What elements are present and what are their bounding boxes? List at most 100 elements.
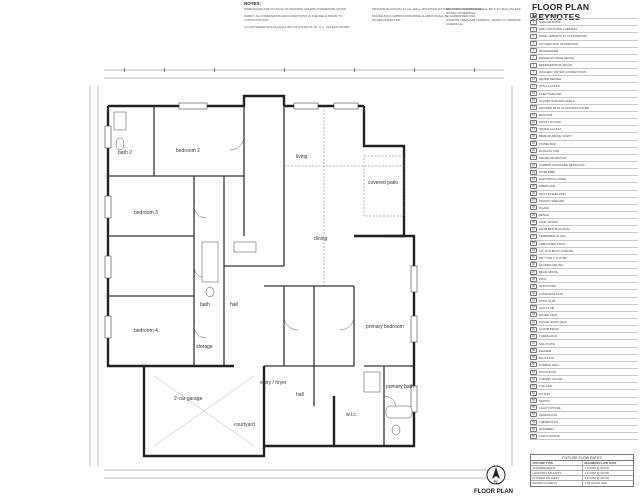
keynote-text: BEAM ABOVE: [539, 270, 558, 275]
keynote-number: 54: [530, 391, 537, 397]
keynote-number: 8: [530, 62, 537, 68]
keynote-number: 5: [530, 41, 537, 47]
fixture-flow-table: FIXTURE FLOW RATES FIXTURE TYPE MAXIMUM …: [530, 454, 634, 488]
note-text: ALL EXTERIOR WALLS SHALL BE 2X6 STUDS AT…: [244, 25, 350, 29]
keynote-number: 60: [530, 433, 537, 439]
keynote-text: LIGHT FIXTURE: [539, 405, 561, 410]
keynote-number: 23: [530, 169, 537, 175]
room-label-dining: dining: [314, 236, 328, 242]
keynote-number: 50: [530, 362, 537, 368]
fixture-table-header: FIXTURE TYPE MAXIMUM FLOW RATE: [531, 461, 633, 467]
keynote-text: TOWEL BAR: [539, 141, 556, 146]
keynote-text: OUTLET: [539, 391, 551, 396]
room-label-garage: 2-car garage: [174, 396, 203, 402]
keynote-text: MIRROR ABOVE VANITY: [539, 134, 573, 139]
keynote-number: 39: [530, 283, 537, 289]
keynote-number: 53: [530, 383, 537, 389]
keynote-text: PATIO SLAB: [539, 298, 556, 303]
keynote-text: THRESHOLD: [539, 334, 557, 339]
keynote-number: 58: [530, 419, 537, 425]
keynote-text: DOOR STOP: [539, 370, 557, 375]
keynote-text: VANITY W/ SINK: [539, 120, 562, 125]
fixture-cell: KITCHEN FAUCETS: [532, 476, 560, 481]
keynote-text: HOSE BIBB: [539, 170, 555, 175]
fixture-table-row: LAVATORY FAUCETS 1.2 GPM @ 60 PSI: [531, 471, 633, 477]
keynote-number: 6: [530, 48, 537, 54]
fixture-cell: LAVATORY FAUCETS: [532, 471, 562, 476]
keynote-number: 32: [530, 233, 537, 239]
keynote-text: FLOOR DRAIN: [539, 327, 559, 332]
fixture-table-row: SHOWERHEADS 1.8 GPM @ 80 PSI: [531, 466, 633, 472]
floor-plan-svg: bath 2 bedroom 2 bedroom 3 bedroom 4 bat…: [89, 68, 513, 479]
keynote-text: ISLAND: [539, 205, 550, 210]
keynote-number: 18: [530, 133, 537, 139]
room-label-covered-patio: covered patio: [368, 180, 398, 186]
fixture-cell: 1.2 GPM @ 60 PSI: [582, 471, 633, 476]
keynote-number: 16: [530, 119, 537, 125]
keynote-text: EXHAUST FAN: [539, 148, 560, 153]
keynote-text: HEADER: [539, 348, 552, 353]
keynote-number: 59: [530, 426, 537, 432]
note-text: SMOKE AND CARBON MONOXIDE ALARMS SHALL B…: [372, 14, 476, 22]
keynote-number: 14: [530, 105, 537, 111]
keynote-text: TOE KICK: [539, 384, 553, 389]
keynote-text: 1/2" GYP BD AT GARAGE: [539, 248, 573, 253]
keynote-number: 34: [530, 248, 537, 254]
keynote-number: 37: [530, 269, 537, 275]
keynote-text: REFRIGERATOR SPACE: [539, 63, 573, 68]
room-label-primary-bedroom: primary bedroom: [366, 324, 404, 330]
notes-column-1: DIMENSIONS ARE TO FACE OF FRAMING UNLESS…: [244, 7, 364, 32]
keynote-text: COAT HOOKS: [539, 220, 559, 225]
notes-heading: NOTES:: [244, 1, 262, 6]
room-label-storage: storage: [196, 344, 213, 350]
keynote-text: CARBON MONOXIDE DETECTOR: [539, 163, 585, 168]
keynote-text: FIRE RATED DOOR: [539, 241, 566, 246]
fixture-cell: 1.28 GAL/FLUSH: [582, 481, 633, 487]
keynote-text: PANTRY SHELVES: [539, 198, 565, 203]
keynote-text: ENTRY DOOR: [539, 13, 559, 18]
fixture-header-cell: FIXTURE TYPE: [532, 461, 554, 466]
keynote-number: 56: [530, 405, 537, 411]
keynote-number: 52: [530, 376, 537, 382]
note-text: DIMENSIONS ARE TO FACE OF FRAMING UNLESS…: [244, 7, 348, 11]
keynote-text: WALL MOUNTED CABINETS: [539, 27, 578, 32]
fixture-header-cell: MAXIMUM FLOW RATE: [582, 461, 633, 466]
fixture-table-row: KITCHEN FAUCETS 1.8 GPM @ 60 PSI: [531, 476, 633, 482]
room-label-hall1: hall: [230, 302, 238, 308]
room-label-bedroom4: bedroom 4: [134, 328, 158, 334]
keynote-number: 24: [530, 176, 537, 182]
keynote-number: 48: [530, 348, 537, 354]
keynote-text: BASE CABINETS W/ COUNTERTOP: [539, 34, 588, 39]
keynote-text: CABINET FILLER: [539, 377, 563, 382]
room-label-entry: entry / foyer: [260, 380, 287, 386]
fixture-cell: SHOWERHEADS: [532, 466, 556, 471]
keynote-text: GRAB BAR BLOCKING: [539, 227, 570, 232]
